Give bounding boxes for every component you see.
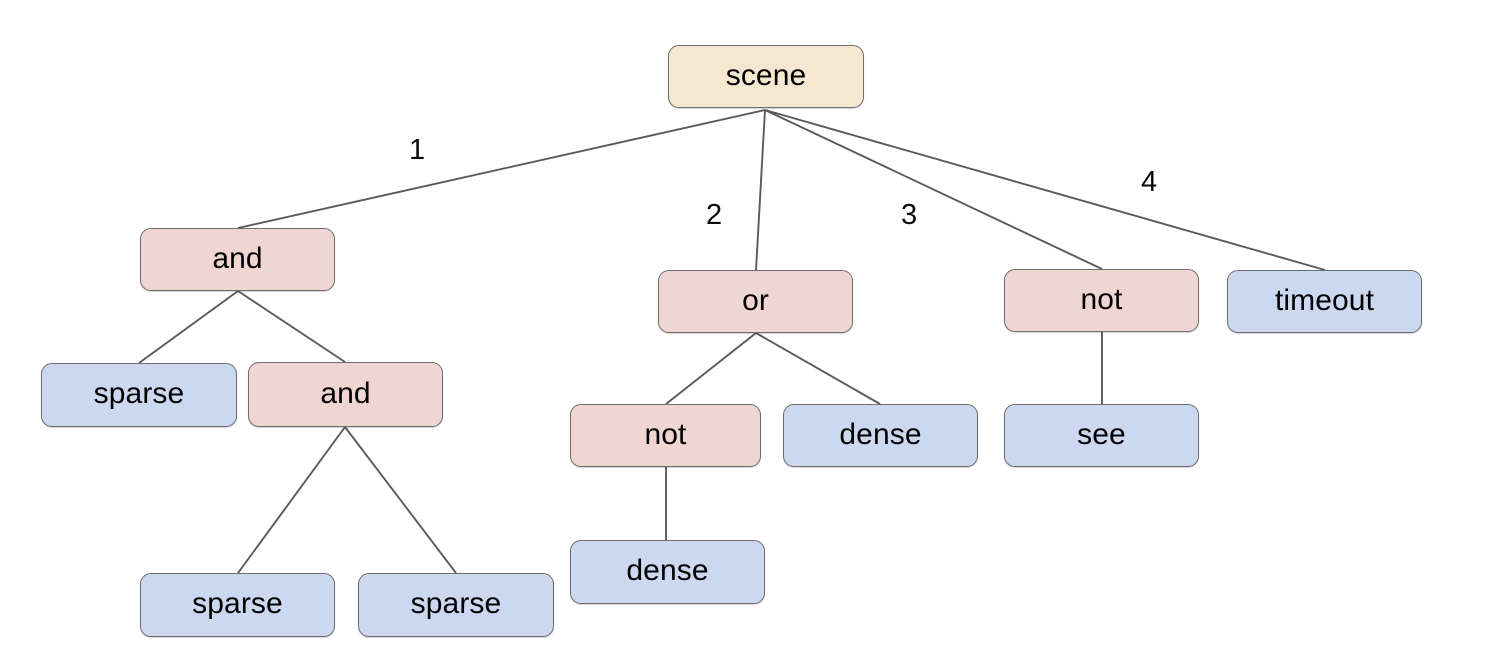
node-label-dense2: dense	[626, 554, 709, 587]
node-and1[interactable]: and	[140, 228, 335, 291]
node-label-sparse1: sparse	[93, 377, 185, 410]
edge-or1-to-dense1	[755, 332, 881, 405]
edge-scene-to-not2	[764, 109, 1103, 270]
node-scene[interactable]: scene	[668, 45, 864, 108]
node-dense2[interactable]: dense	[570, 540, 765, 604]
node-label-sparse3: sparse	[410, 587, 502, 620]
node-timeout[interactable]: timeout	[1227, 270, 1422, 333]
edge-label-4: 4	[1141, 166, 1158, 198]
node-or1[interactable]: or	[658, 270, 853, 333]
node-and2[interactable]: and	[248, 362, 443, 427]
node-dense1[interactable]: dense	[783, 404, 978, 467]
edge-and1-to-sparse1	[138, 290, 239, 364]
node-not2[interactable]: not	[1004, 269, 1199, 332]
node-label-not1: not	[644, 417, 687, 451]
node-label-not2: not	[1080, 282, 1123, 316]
edge-scene-to-or1	[755, 109, 766, 271]
edge-and1-to-and2	[237, 290, 346, 363]
edge-or1-to-not1	[665, 332, 757, 405]
node-label-and2: and	[320, 376, 371, 410]
node-not1[interactable]: not	[570, 404, 761, 467]
node-label-dense1: dense	[839, 417, 922, 451]
edge-scene-to-timeout	[764, 109, 1326, 271]
edge-label-3: 3	[901, 199, 918, 231]
node-label-sparse2: sparse	[192, 587, 283, 620]
node-see[interactable]: see	[1004, 404, 1199, 467]
node-sparse2[interactable]: sparse	[140, 573, 335, 637]
edge-label-2: 2	[706, 199, 723, 231]
node-label-or1: or	[742, 283, 769, 317]
node-sparse3[interactable]: sparse	[358, 573, 554, 637]
edge-label-1: 1	[409, 134, 426, 166]
node-sparse1[interactable]: sparse	[41, 363, 237, 427]
node-label-and1: and	[212, 241, 263, 275]
edge-and2-to-sparse2	[237, 426, 346, 574]
node-label-see: see	[1077, 417, 1126, 451]
node-label-timeout: timeout	[1274, 283, 1375, 317]
edge-and2-to-sparse3	[344, 426, 457, 574]
edge-scene-to-and1	[237, 109, 766, 229]
node-label-scene: scene	[725, 58, 807, 92]
